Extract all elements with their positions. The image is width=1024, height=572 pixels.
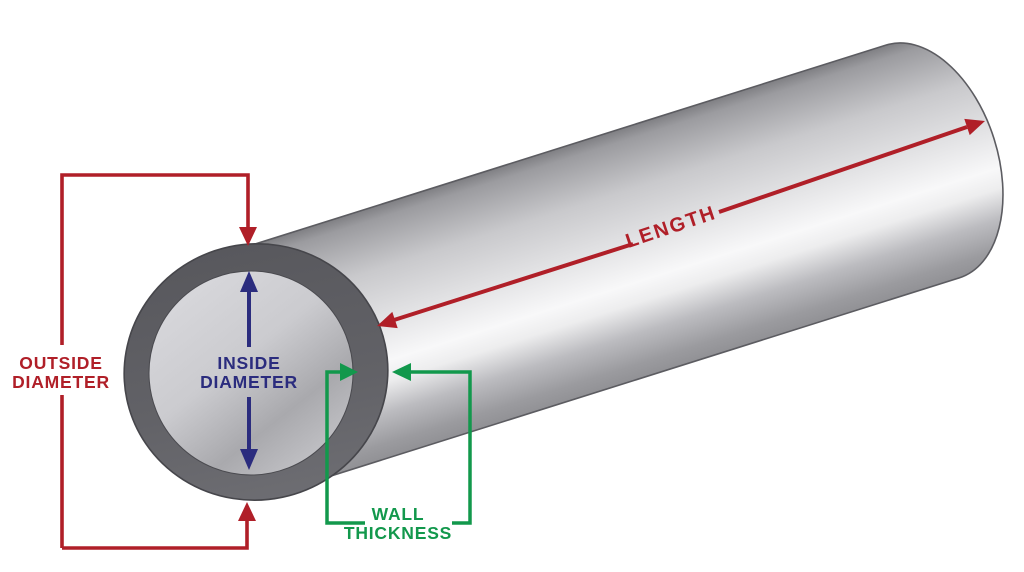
inside-diameter-arrow xyxy=(240,271,258,470)
pipe xyxy=(123,42,1004,501)
wall-thickness-bracket-right xyxy=(410,370,472,525)
length-arrowhead-right-icon xyxy=(964,118,985,136)
wall-thickness-bracket-left xyxy=(325,370,365,525)
wall-thickness-arrow xyxy=(325,363,472,525)
wall-thickness-arrowhead-right-icon xyxy=(340,363,358,381)
outside-diameter-arrowhead-up-icon xyxy=(238,502,256,521)
inside-diameter-label-line1: INSIDE xyxy=(217,353,280,373)
wall-thickness-arrowhead-left-icon xyxy=(392,363,411,381)
inside-diameter-arrowhead-down-icon xyxy=(240,449,258,470)
outside-diameter-arrow xyxy=(60,173,257,550)
outside-diameter-label-line1: OUTSIDE xyxy=(19,353,102,373)
outside-diameter-bracket-bottom xyxy=(62,521,249,550)
length-line-right xyxy=(718,125,968,214)
wall-thickness-label-line1: WALL xyxy=(372,504,425,524)
length-arrow xyxy=(377,118,985,329)
outside-diameter-label-line2: DIAMETER xyxy=(12,372,110,392)
length-line-left xyxy=(393,242,634,322)
outside-diameter-bracket-top xyxy=(60,173,250,345)
inside-diameter-label-line2: DIAMETER xyxy=(200,372,298,392)
length-arrowhead-left-icon xyxy=(377,311,398,329)
inside-diameter-arrowhead-up-icon xyxy=(240,271,258,292)
pipe-body xyxy=(217,42,1004,490)
wall-thickness-label-line2: THICKNESS xyxy=(344,523,452,543)
outside-diameter-arrowhead-down-icon xyxy=(239,227,257,246)
